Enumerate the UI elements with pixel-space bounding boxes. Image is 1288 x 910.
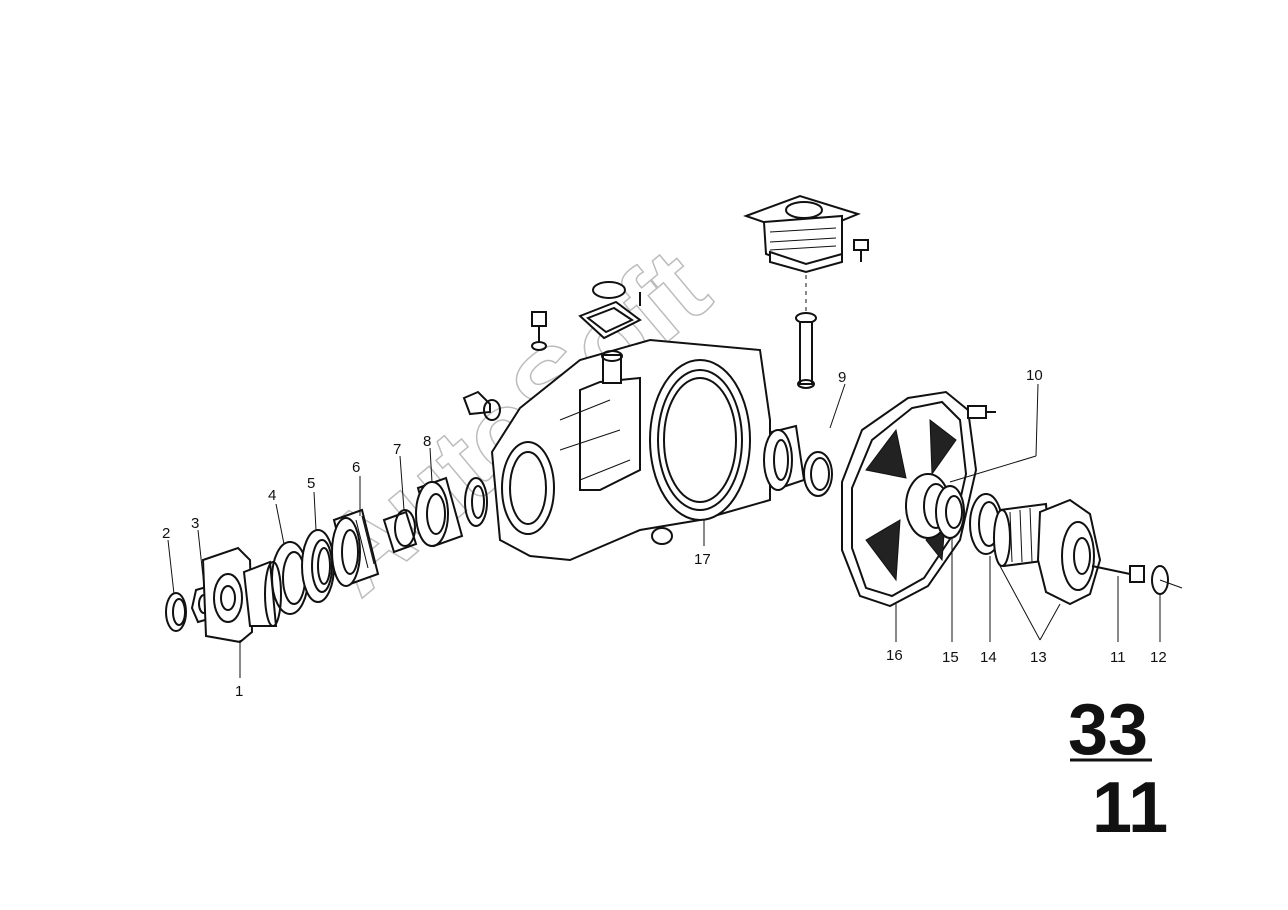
part-seal-ring[interactable] <box>763 424 833 497</box>
part-housing-cover[interactable] <box>578 281 642 340</box>
group-number: 33 11 <box>1068 690 1168 848</box>
callout-2: 2 <box>162 525 170 542</box>
callout-17: 17 <box>694 551 711 568</box>
part-taper-roller-bearing[interactable] <box>331 508 380 587</box>
part-housing-side-cover[interactable] <box>841 390 996 608</box>
part-flange-bolt[interactable] <box>1091 565 1145 583</box>
part-spacer-sleeve[interactable] <box>382 509 418 554</box>
callout-14: 14 <box>980 649 997 666</box>
callout-10: 10 <box>1026 367 1043 384</box>
part-retaining-ring[interactable] <box>1151 565 1183 595</box>
part-radial-seal[interactable] <box>301 529 335 603</box>
callout-9: 9 <box>838 369 846 386</box>
part-circlip[interactable] <box>165 592 187 632</box>
callout-15: 15 <box>942 649 959 666</box>
callout-4: 4 <box>268 487 276 504</box>
callout-13: 13 <box>1030 649 1047 666</box>
group-main-number: 33 <box>1068 690 1148 770</box>
part-side-bearing[interactable] <box>935 485 965 539</box>
callout-8: 8 <box>423 433 431 450</box>
callout-numbers: 1 2 3 4 5 6 7 8 9 10 11 12 13 14 15 16 1… <box>162 367 1167 700</box>
callout-6: 6 <box>352 459 360 476</box>
callout-1: 1 <box>235 683 243 700</box>
part-bearing[interactable] <box>415 476 488 548</box>
part-cover-bolt[interactable] <box>531 311 547 351</box>
callout-5: 5 <box>307 475 315 492</box>
callout-16: 16 <box>886 647 903 664</box>
leader-lines <box>167 383 1161 678</box>
callout-3: 3 <box>191 515 199 532</box>
callout-12: 12 <box>1150 649 1167 666</box>
part-output-flange[interactable] <box>993 498 1102 606</box>
callout-7: 7 <box>393 441 401 458</box>
part-rubber-mount[interactable] <box>743 194 869 389</box>
callout-11: 11 <box>1110 649 1126 666</box>
group-sub-number: 11 <box>1092 768 1168 848</box>
part-final-drive-housing[interactable] <box>462 338 771 562</box>
part-input-flange[interactable] <box>201 546 282 644</box>
